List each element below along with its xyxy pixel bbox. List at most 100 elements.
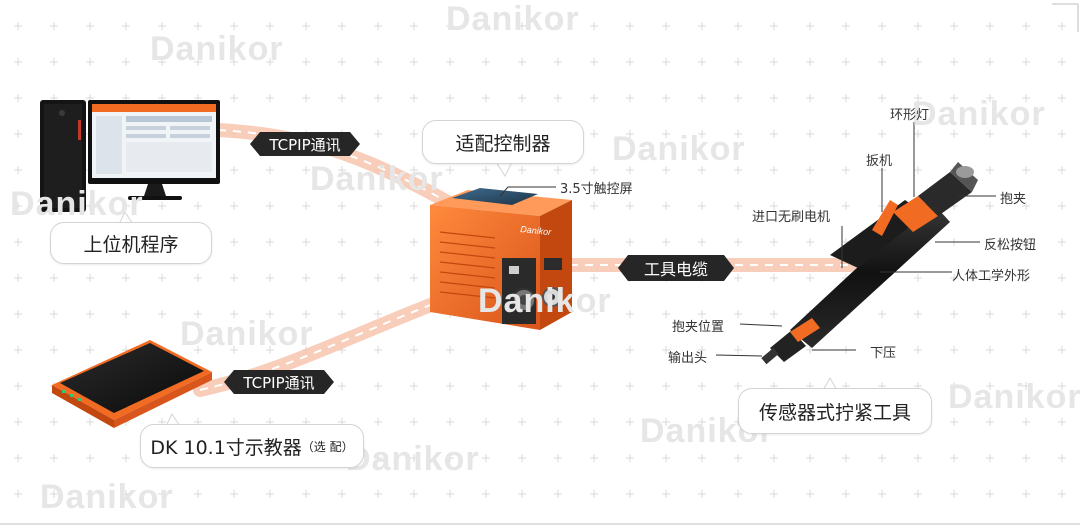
- grid-plus-mark: [698, 58, 706, 66]
- watermark: Danikor: [948, 378, 1080, 416]
- grid-plus-mark: [770, 490, 778, 498]
- motor-label: 进口无刷电机: [752, 210, 831, 225]
- grid-plus-mark: [734, 22, 742, 30]
- grid-plus-mark: [734, 202, 742, 210]
- grid-plus-mark: [626, 346, 634, 354]
- grid-plus-mark: [698, 202, 706, 210]
- grid-plus-mark: [14, 310, 22, 318]
- grid-plus-mark: [662, 202, 670, 210]
- pointer-lines: [715, 122, 996, 357]
- grid-plus-mark: [698, 382, 706, 390]
- grid-plus-mark: [410, 346, 418, 354]
- grid-plus-mark: [266, 58, 274, 66]
- grid-plus-mark: [662, 130, 670, 138]
- grid-plus-mark: [914, 310, 922, 318]
- grid-plus-mark: [374, 58, 382, 66]
- grid-plus-mark: [950, 346, 958, 354]
- grid-plus-mark: [482, 58, 490, 66]
- clamp-position-label: 抱夹位置: [672, 320, 725, 335]
- grid-plus-mark: [950, 382, 958, 390]
- grid-plus-mark: [626, 310, 634, 318]
- grid-plus-mark: [842, 202, 850, 210]
- grid-plus-mark: [86, 454, 94, 462]
- grid-plus-mark: [950, 310, 958, 318]
- grid-plus-mark: [806, 94, 814, 102]
- watermark: Danikor: [150, 30, 284, 68]
- grid-plus-mark: [554, 346, 562, 354]
- grid-plus-mark: [194, 274, 202, 282]
- grid-plus-mark: [518, 22, 526, 30]
- grid-plus-mark: [986, 238, 994, 246]
- grid-plus-mark: [302, 94, 310, 102]
- grid-plus-mark: [194, 22, 202, 30]
- grid-plus-mark: [50, 418, 58, 426]
- grid-plus-mark: [878, 346, 886, 354]
- grid-plus-mark: [230, 238, 238, 246]
- grid-plus-mark: [446, 382, 454, 390]
- grid-plus-mark: [1058, 346, 1066, 354]
- grid-plus-mark: [590, 166, 598, 174]
- grid-plus-mark: [302, 310, 310, 318]
- grid-plus-mark: [914, 454, 922, 462]
- grid-plus-mark: [86, 418, 94, 426]
- grid-plus-mark: [806, 238, 814, 246]
- grid-plus-mark: [14, 202, 22, 210]
- grid-plus-mark: [1058, 382, 1066, 390]
- grid-plus-mark: [1058, 58, 1066, 66]
- grid-plus-mark: [482, 454, 490, 462]
- grid-plus-mark: [986, 382, 994, 390]
- watermark: Danikor: [310, 160, 444, 198]
- grid-plus-mark: [14, 130, 22, 138]
- grid-plus-mark: [410, 166, 418, 174]
- grid-plus-mark: [914, 58, 922, 66]
- grid-plus-mark: [338, 22, 346, 30]
- grid-plus-mark: [626, 454, 634, 462]
- grid-plus-mark: [518, 58, 526, 66]
- grid-plus-mark: [842, 58, 850, 66]
- grid-plus-mark: [698, 166, 706, 174]
- grid-plus-mark: [986, 22, 994, 30]
- grid-plus-mark: [914, 490, 922, 498]
- grid-plus-mark: [842, 166, 850, 174]
- grid-plus-mark: [986, 346, 994, 354]
- grid-plus-mark: [698, 418, 706, 426]
- grid-plus-mark: [158, 490, 166, 498]
- grid-plus-mark: [806, 490, 814, 498]
- tool-cable-tag: 工具电缆: [618, 255, 734, 281]
- grid-plus-mark: [734, 346, 742, 354]
- grid-plus-mark: [518, 346, 526, 354]
- grid-plus-mark: [590, 346, 598, 354]
- grid-plus-mark: [698, 238, 706, 246]
- grid-plus-mark: [806, 58, 814, 66]
- grid-plus-mark: [374, 310, 382, 318]
- grid-plus-mark: [662, 22, 670, 30]
- grid-plus-mark: [734, 94, 742, 102]
- grid-plus-mark: [482, 490, 490, 498]
- grid-plus-mark: [986, 202, 994, 210]
- grid-plus-mark: [626, 490, 634, 498]
- grid-plus-mark: [302, 58, 310, 66]
- grid-plus-mark: [590, 22, 598, 30]
- grid-plus-mark: [302, 238, 310, 246]
- output-head-label: 输出头: [668, 351, 708, 366]
- grid-plus-mark: [518, 382, 526, 390]
- grid-plus-mark: [734, 166, 742, 174]
- grid-plus-mark: [554, 382, 562, 390]
- grid-plus-mark: [446, 490, 454, 498]
- grid-plus-mark: [986, 130, 994, 138]
- grid-plus-mark: [482, 22, 490, 30]
- grid-plus-mark: [770, 22, 778, 30]
- grid-plus-mark: [482, 382, 490, 390]
- grid-plus-mark: [122, 274, 130, 282]
- grid-plus-mark: [518, 454, 526, 462]
- grid-plus-mark: [194, 346, 202, 354]
- grid-plus-mark: [338, 94, 346, 102]
- watermark: Danikor: [612, 130, 746, 168]
- grid-plus-mark: [338, 202, 346, 210]
- grid-plus-mark: [14, 58, 22, 66]
- tightening-tool: [761, 162, 978, 365]
- grid-plus-mark: [734, 382, 742, 390]
- grid-plus-mark: [266, 310, 274, 318]
- grid-plus-mark: [122, 490, 130, 498]
- grid-plus-mark: [86, 58, 94, 66]
